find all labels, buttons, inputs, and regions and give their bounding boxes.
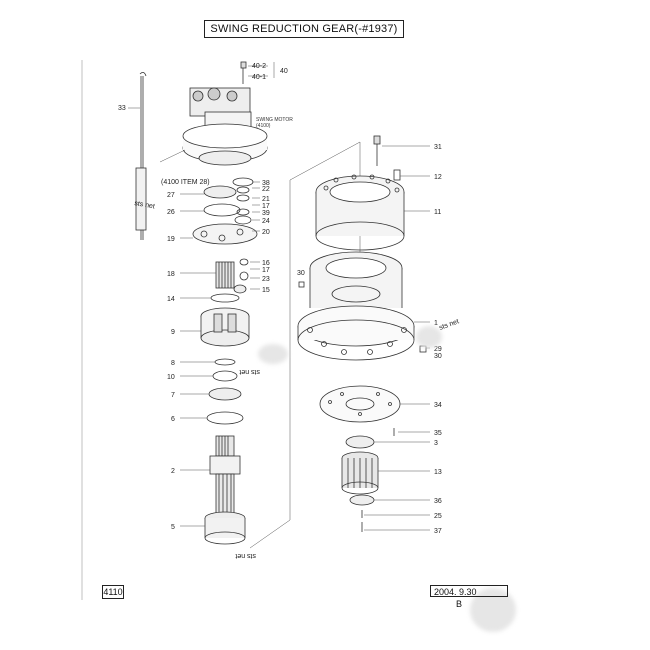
label-20: 20 [262, 229, 270, 236]
label-34: 34 [434, 402, 442, 409]
label-21: 21 [262, 196, 270, 203]
label-30b: 30 [434, 353, 442, 360]
label-3: 3 [434, 440, 438, 447]
casing-1 [297, 251, 415, 361]
seal-3 [345, 435, 375, 449]
label-14: 14 [167, 296, 175, 303]
label-swing-motor: SWING MOTOR [256, 117, 293, 123]
label-15: 15 [262, 287, 270, 294]
diagram-title: SWING REDUCTION GEAR(-#1937) [204, 20, 404, 38]
label-40-2: 40-2 [252, 63, 266, 70]
label-item28-ref: (4100 ITEM 28) [161, 179, 210, 186]
label-40-1: 40-1 [252, 74, 266, 81]
page-number: 4110 [102, 585, 124, 599]
label-1: 1 [434, 320, 438, 327]
label-31: 31 [434, 144, 442, 151]
label-25: 25 [434, 513, 442, 520]
swing-motor [182, 87, 268, 166]
label-30a: 30 [297, 270, 305, 277]
label-16: 16 [262, 260, 270, 267]
socket-bolt-31 [373, 135, 381, 166]
label-6: 6 [171, 416, 175, 423]
ring-gear-11 [315, 174, 405, 251]
label-13: 13 [434, 469, 442, 476]
level-gauge-rod [135, 72, 147, 240]
label-2: 2 [171, 468, 175, 475]
pin-12 [393, 169, 401, 181]
label-35: 35 [434, 430, 442, 437]
plate-36 [349, 494, 375, 506]
pinion-gear-13 [341, 451, 379, 495]
label-37: 37 [434, 528, 442, 535]
label-36: 36 [434, 498, 442, 505]
thrust-washer-14 [210, 293, 240, 303]
watermark-1: sts net [239, 368, 260, 375]
label-5: 5 [171, 524, 175, 531]
o-ring-10 [212, 370, 238, 382]
watermark-2: sts net [235, 552, 256, 559]
label-27: 27 [167, 192, 175, 199]
smudge-2 [416, 326, 442, 348]
label-11: 11 [434, 209, 441, 216]
label-23: 23 [262, 276, 270, 283]
carrier-9 [200, 307, 250, 347]
label-38: 38 [262, 180, 270, 187]
label-18: 18 [167, 271, 175, 278]
label-7: 7 [171, 392, 175, 399]
label-26: 26 [167, 209, 175, 216]
revision-date-text: 2004. 9.30 [434, 587, 477, 597]
label-17b: 17 [262, 267, 270, 274]
label-22: 22 [262, 186, 270, 193]
label-9: 9 [171, 329, 175, 336]
bolt-30 [298, 281, 305, 288]
smudge-3 [470, 588, 516, 632]
smudge-1 [258, 344, 288, 364]
label-24: 24 [262, 218, 270, 225]
revision-date: 2004. 9.30 B [430, 585, 508, 609]
watermark-3: sts net [134, 200, 156, 210]
label-19: 19 [167, 236, 175, 243]
label-29: 29 [434, 346, 442, 353]
oil-seal-6 [206, 411, 244, 425]
label-swing-motor-ref: (4100) [256, 123, 271, 129]
cover-plate-34 [319, 385, 401, 423]
label-12: 12 [434, 174, 442, 181]
collar-8 [214, 358, 236, 366]
roller-bearing-5 [204, 511, 246, 545]
label-33: 33 [118, 105, 126, 112]
label-39: 39 [262, 210, 270, 217]
label-40: 40 [280, 68, 288, 75]
revision-date-suffix: B [456, 599, 463, 609]
label-17a: 17 [262, 203, 270, 210]
drive-shaft-2 [209, 435, 241, 515]
watermark-4: sts net [438, 318, 460, 332]
bolt-40 [240, 61, 247, 84]
label-8: 8 [171, 360, 175, 367]
label-10: 10 [167, 374, 175, 381]
bearing-7 [208, 387, 242, 401]
planet-gear-18 [215, 258, 249, 294]
